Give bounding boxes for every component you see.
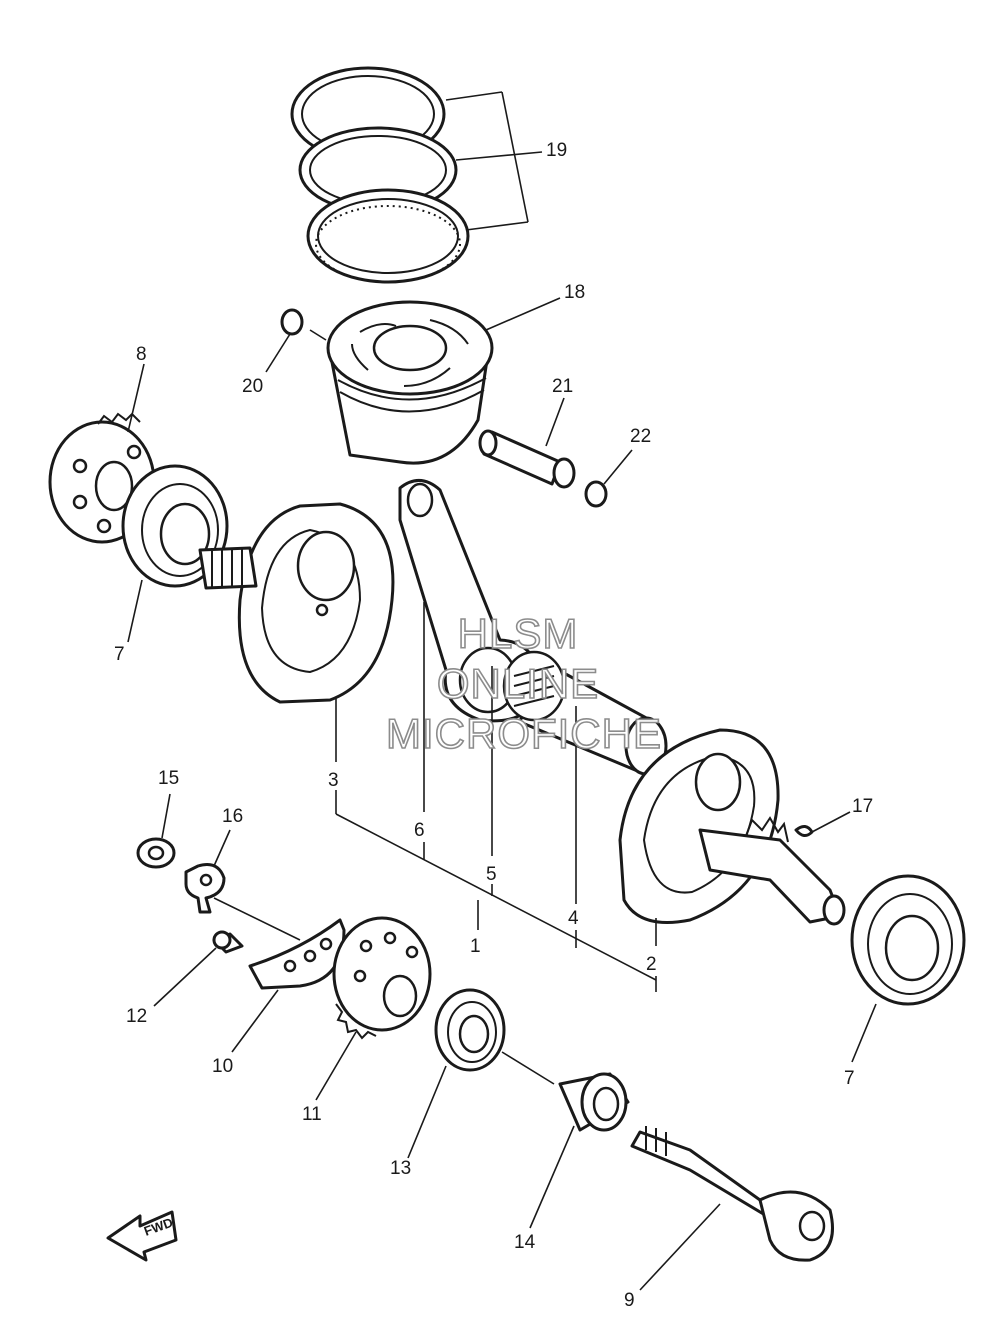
balancer-shaft [630,1126,834,1262]
callout-6: 6 [414,820,425,841]
balancer-drive-gear [332,916,432,1040]
watermark-line-3: MICROFICHE [386,710,662,757]
callout-9: 9 [624,1290,635,1311]
callout-18: 18 [564,282,585,303]
callout-5: 5 [486,864,497,885]
callout-10: 10 [212,1056,233,1077]
crank-half-left [198,502,395,704]
crank-pin [502,650,668,776]
leader-lines [127,91,877,1291]
callout-3: 3 [328,770,339,791]
callout-2: 2 [646,954,657,975]
connecting-rod [398,479,542,723]
plate [248,918,346,990]
callout-13: 13 [390,1158,411,1179]
bearing-small [434,988,506,1072]
needle-bearing [558,1072,630,1132]
lock-washer [184,863,226,914]
circlip-left [280,308,304,336]
callout-4: 4 [568,908,579,929]
callout-19: 19 [546,140,567,161]
callout-17: 17 [852,796,873,817]
callout-14: 14 [514,1232,536,1253]
bolt [212,930,244,954]
callouts: 1 2 3 4 5 6 7 7 8 9 10 11 12 13 14 15 16… [114,140,873,1311]
callout-8: 8 [136,344,147,365]
piston [326,300,494,465]
woodruff-key [794,825,814,837]
nut [136,837,176,869]
watermark-line-1: HLSM [458,610,579,657]
callout-15: 15 [158,768,179,789]
crank-half-right [618,728,846,926]
callout-12: 12 [126,1006,147,1027]
piston-pin [478,429,576,489]
watermark: HLSM ONLINE MICROFICHE [385,609,662,758]
callout-21: 21 [552,376,573,397]
callout-20: 20 [242,376,263,397]
watermark-line-2: ONLINE [437,660,599,707]
callout-22: 22 [630,426,651,447]
callout-11: 11 [302,1104,322,1125]
piston-rings [290,66,470,284]
callout-7-left: 7 [114,644,125,665]
circlip-right [584,480,608,508]
callout-7-right: 7 [844,1068,855,1089]
callout-16: 16 [222,806,243,827]
bearing-right [850,874,966,1006]
callout-1: 1 [470,936,481,957]
fwd-arrow: FWD [106,1210,178,1262]
